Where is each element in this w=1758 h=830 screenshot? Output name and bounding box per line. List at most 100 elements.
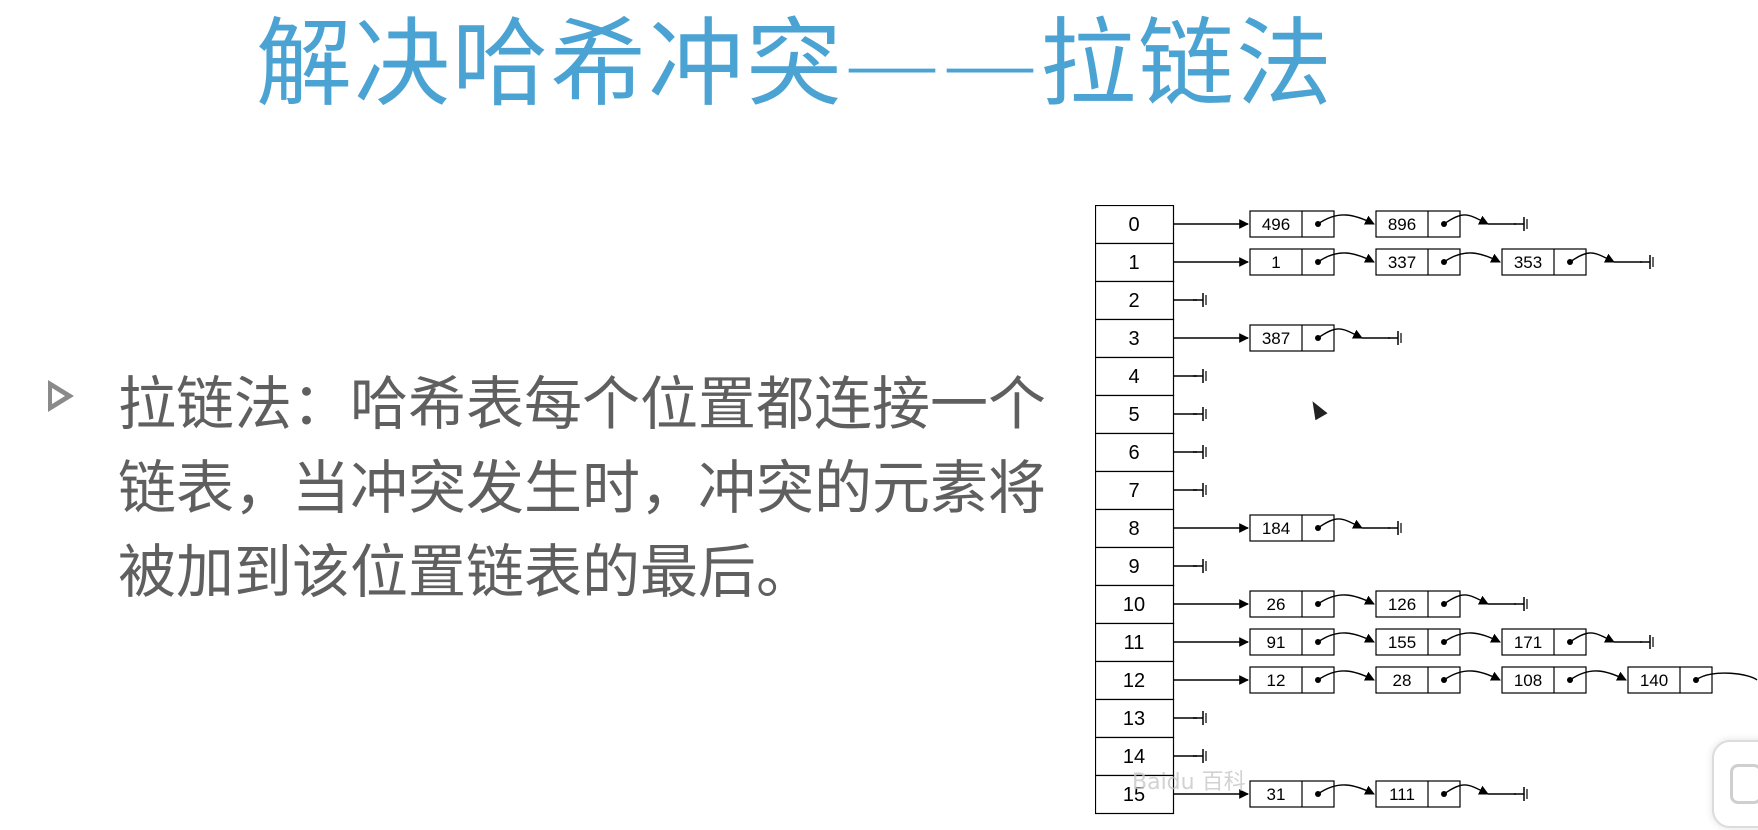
bucket-11-node-91-next-pointer (1317, 632, 1375, 643)
bucket-0-node-496-next-pointer (1317, 214, 1375, 225)
bucket-12-node-108-value: 108 (1514, 671, 1542, 690)
bucket-9: 9 (1095, 546, 1207, 587)
bucket-11-node-171-next-pointer (1569, 632, 1615, 643)
bucket-12-node-28-box (1375, 666, 1461, 694)
bucket-6-index-label: 6 (1128, 442, 1139, 464)
bucket-12: 12 12 28 108 140 (1095, 660, 1758, 701)
bucket-14-index-label: 14 (1123, 746, 1145, 768)
bullet-text: 拉链法：哈希表每个位置都连接一个链表，当冲突发生时，冲突的元素将被加到该位置链表… (118, 370, 1047, 606)
bucket-11-node-155: 155 (1375, 628, 1461, 656)
bucket-10-node-126: 126 (1375, 590, 1461, 618)
bucket-4: 4 (1095, 356, 1207, 397)
video-play-icon (1730, 764, 1758, 804)
bucket-7-cell (1095, 470, 1175, 511)
bucket-0-node-896-next-pointer (1443, 214, 1489, 225)
bucket-1-node-1: 1 (1249, 248, 1335, 276)
bucket-12-node-108-next-pointer (1569, 670, 1627, 681)
bucket-12-node-108: 108 (1501, 666, 1587, 694)
bucket-1-node-337-value: 337 (1388, 253, 1416, 272)
bucket-3-node-387-value: 387 (1262, 329, 1290, 348)
bucket-10-node-26-next-pointer (1317, 594, 1375, 605)
bucket-12-node-12-box (1249, 666, 1335, 694)
bucket-15-node-111: 111 (1375, 780, 1461, 808)
bucket-1: 1 1 337 353 (1095, 242, 1654, 283)
bucket-4-cell (1095, 356, 1175, 397)
bucket-12-node-140-value: 140 (1640, 671, 1668, 690)
bucket-1-node-1-value: 1 (1271, 253, 1280, 272)
bucket-10-node-26-box (1249, 590, 1335, 618)
bucket-13-index-label: 13 (1123, 708, 1145, 730)
bucket-0-node-896: 896 (1375, 210, 1461, 238)
bucket-14: 14 (1095, 736, 1207, 777)
bucket-0-node-496-value: 496 (1262, 215, 1290, 234)
bucket-12-node-12-value: 12 (1267, 671, 1286, 690)
bucket-11-node-155-value: 155 (1388, 633, 1416, 652)
bucket-15-node-111-value: 111 (1389, 785, 1415, 804)
bucket-5-index-label: 5 (1128, 404, 1139, 426)
bucket-11-node-155-next-pointer (1443, 632, 1501, 643)
bucket-1-index-label: 1 (1128, 252, 1139, 274)
bucket-13-null-terminator (1193, 711, 1207, 725)
bucket-10-node-26-value: 26 (1267, 595, 1286, 614)
bucket-1-cell (1095, 242, 1175, 283)
bucket-1-node-353: 353 (1501, 248, 1587, 276)
bucket-2: 2 (1095, 280, 1207, 321)
arrow-bullet-inner (52, 388, 65, 404)
bucket-4-null-terminator (1193, 369, 1207, 383)
bucket-6: 6 (1095, 432, 1207, 473)
bucket-2-cell (1095, 280, 1175, 321)
bucket-10-node-126-value: 126 (1388, 595, 1416, 614)
watermark-text: Baidu 百科 (1132, 770, 1246, 795)
bucket-5-null-terminator (1193, 407, 1207, 421)
bucket-0-cell (1095, 205, 1175, 245)
bucket-2-index-label: 2 (1128, 290, 1139, 312)
bucket-1-node-1-next-pointer (1317, 252, 1375, 263)
bucket-15-node-31: 31 (1249, 780, 1335, 808)
bucket-11-node-91: 91 (1249, 628, 1335, 656)
bucket-11-node-171: 171 (1501, 628, 1587, 656)
bucket-15-node-31-box (1249, 780, 1335, 808)
bucket-12-node-140-next-pointer (1695, 672, 1758, 681)
bucket-12-node-28-next-pointer (1443, 670, 1501, 681)
video-corner-button[interactable] (1712, 740, 1758, 828)
bucket-3-index-label: 3 (1128, 328, 1139, 350)
bucket-10-node-26: 26 (1249, 590, 1335, 618)
bucket-1-node-1-box (1249, 248, 1335, 276)
bucket-7-index-label: 7 (1128, 480, 1139, 502)
bucket-15-cell (1095, 774, 1175, 815)
bucket-3: 3 387 (1095, 318, 1402, 359)
bucket-12-node-140: 140 (1627, 666, 1713, 694)
bucket-7-null-terminator (1193, 483, 1207, 497)
bucket-11-node-171-value: 171 (1514, 633, 1542, 652)
bucket-9-null-terminator (1193, 559, 1207, 573)
bucket-13-cell (1095, 698, 1175, 739)
bucket-15-node-111-next-pointer (1443, 784, 1489, 795)
bucket-12-node-28-value: 28 (1393, 671, 1412, 690)
bucket-1-node-353-value: 353 (1514, 253, 1542, 272)
bucket-8-node-184-null-terminator (1388, 521, 1402, 535)
bucket-12-node-28: 28 (1375, 666, 1461, 694)
bucket-12-node-12: 12 (1249, 666, 1335, 694)
bucket-2-null-terminator (1193, 293, 1207, 307)
bucket-3-node-387-next-pointer (1317, 328, 1363, 339)
bucket-4-index-label: 4 (1128, 366, 1139, 388)
bucket-7: 7 (1095, 470, 1207, 511)
bucket-3-node-387-box (1249, 324, 1335, 352)
bucket-13: 13 (1095, 698, 1207, 739)
bucket-8-node-184-next-pointer (1317, 518, 1363, 529)
bucket-0-node-896-value: 896 (1388, 215, 1416, 234)
bucket-15-node-111-null-terminator (1514, 787, 1528, 801)
bucket-6-null-terminator (1193, 445, 1207, 459)
bucket-5: 5 (1095, 394, 1207, 435)
bucket-12-index-label: 12 (1123, 670, 1145, 692)
slide-title: 解决哈希冲突——拉链法 (256, 8, 1334, 120)
bucket-15-node-31-next-pointer (1317, 784, 1375, 795)
bucket-0-node-496: 496 (1249, 210, 1335, 238)
bucket-11-node-91-value: 91 (1267, 633, 1286, 652)
bucket-14-null-terminator (1193, 749, 1207, 763)
bucket-15-node-31-value: 31 (1267, 785, 1286, 804)
bucket-11-cell (1095, 622, 1175, 663)
